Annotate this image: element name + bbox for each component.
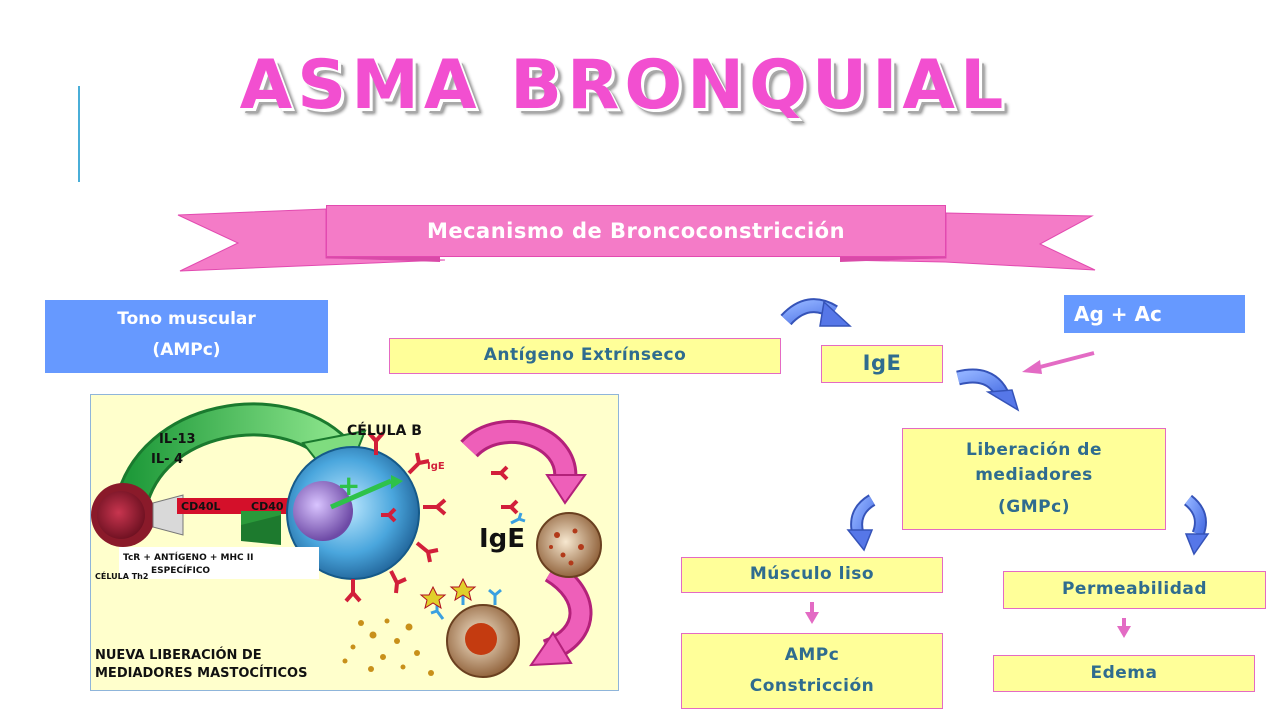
- permeabilidad-label: Permeabilidad: [1061, 579, 1208, 600]
- liberacion-mediadores-box: Liberación de mediadores (GMPc): [902, 428, 1166, 530]
- curved-arrow-liberacion-musculo-icon: [846, 494, 876, 552]
- constriccion-label: Constricción: [749, 676, 875, 696]
- tono-muscular-ampc: (AMPc): [152, 340, 221, 361]
- svg-text:+: +: [337, 469, 360, 502]
- edema-box: Edema: [993, 655, 1255, 692]
- arrow-permeabilidad-edema-icon: [1117, 618, 1131, 638]
- ag-ac-box: Ag + Ac: [1064, 295, 1245, 333]
- ampc-label: AMPc: [784, 644, 840, 665]
- tono-muscular-label: Tono muscular: [117, 309, 256, 329]
- label-cd40l: CD40L: [181, 500, 221, 513]
- musculo-liso-box: Músculo liso: [681, 557, 943, 593]
- curved-arrow-liberacion-permeabilidad-icon: [1183, 494, 1210, 556]
- ampc-constriccion-box: AMPc Constricción: [681, 633, 943, 709]
- arrow-agac-ige-icon: [1022, 351, 1095, 374]
- label-tcr-line2: ESPECÍFICO: [151, 564, 210, 576]
- label-il4: IL- 4: [151, 452, 183, 467]
- label-nueva-line2: MEDIADORES MASTOCÍTICOS: [95, 665, 307, 681]
- label-ige-big: IgE: [479, 524, 525, 554]
- edema-label: Edema: [1090, 662, 1158, 683]
- curved-arrow-antigeno-ige-icon: [780, 298, 852, 327]
- antigeno-extrinseco-box: Antígeno Extrínseco: [389, 338, 781, 374]
- tono-muscular-box: Tono muscular (AMPc): [45, 300, 328, 373]
- mechanism-illustration: +: [90, 394, 619, 691]
- ige-box: IgE: [821, 345, 943, 383]
- label-celula-th2: CÉLULA Th2: [95, 570, 148, 581]
- label-nueva-line1: NUEVA LIBERACIÓN DE: [95, 647, 262, 663]
- mechanism-illustration-drawing: +: [91, 402, 602, 681]
- permeabilidad-box: Permeabilidad: [1003, 571, 1266, 609]
- label-cd40: CD40: [251, 500, 284, 513]
- liberacion-line1: Liberación de: [965, 439, 1103, 460]
- curved-arrow-ige-liberacion-icon: [956, 368, 1020, 412]
- slide-title: ASMA BRONQUIAL: [239, 46, 1009, 125]
- liberacion-line3: (GMPc): [998, 496, 1070, 517]
- ige-label: IgE: [862, 351, 902, 376]
- liberacion-line2: mediadores: [975, 465, 1093, 486]
- label-il13: IL-13: [159, 432, 196, 447]
- label-celula-b: CÉLULA B: [347, 422, 422, 439]
- ribbon-title: Mecanismo de Broncoconstricción: [326, 205, 946, 257]
- musculo-liso-label: Músculo liso: [749, 564, 875, 585]
- arrow-musculo-ampc-icon: [805, 602, 819, 624]
- accent-line: [78, 86, 80, 182]
- label-tcr-line1: TcR + ANTÍGENO + MHC II: [123, 551, 253, 563]
- antigeno-extrinseco-label: Antígeno Extrínseco: [483, 345, 687, 366]
- label-ige-small: IgE: [427, 461, 445, 472]
